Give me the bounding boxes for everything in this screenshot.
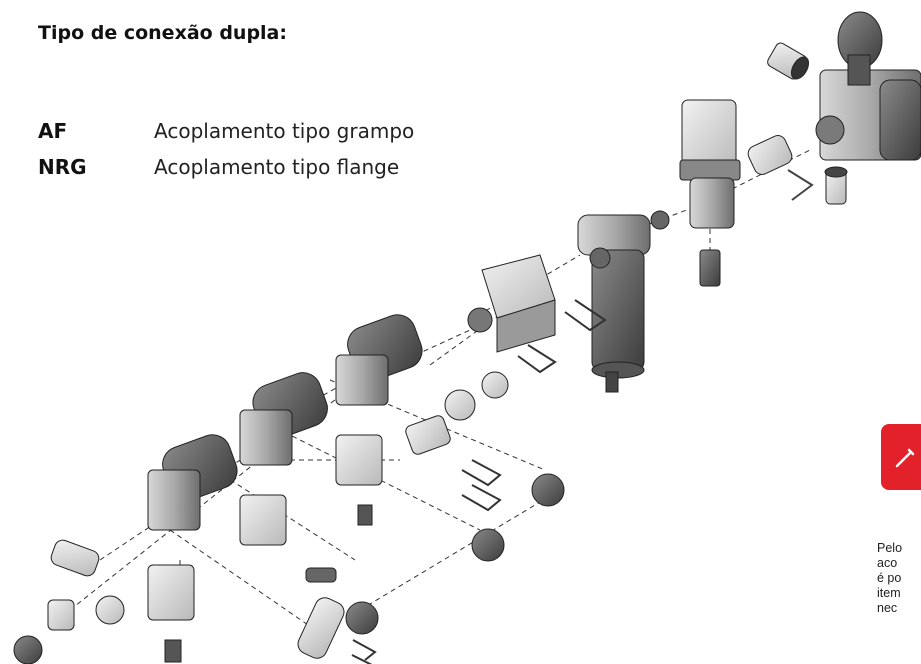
- note-line: é po: [877, 571, 902, 585]
- side-note: Pelo aco é po item nec: [877, 541, 921, 616]
- legend-description: Acoplamento tipo flange: [154, 155, 400, 179]
- line-filter: [577, 210, 670, 393]
- pump-manifold: [815, 11, 921, 161]
- legend-code: AF: [38, 119, 68, 143]
- legend-code: NRG: [38, 155, 87, 179]
- main-valve: [679, 99, 814, 287]
- connection-type-legend: AF Acoplamento tipo grampo NRG Acoplamen…: [38, 119, 414, 191]
- section-valve-2: [239, 372, 337, 583]
- note-line: nec: [877, 601, 898, 615]
- section-title: Tipo de conexão dupla:: [38, 22, 287, 44]
- outlet-fittings: [13, 473, 565, 664]
- note-line: aco: [877, 556, 898, 570]
- coupling-fittings: [297, 371, 509, 659]
- legend-row-nrg: NRG Acoplamento tipo flange: [38, 155, 414, 191]
- hose-tail: [824, 166, 848, 205]
- section-valve-1: [147, 434, 238, 663]
- clamp-bracket: [351, 299, 607, 664]
- info-badge: [881, 424, 921, 490]
- electric-valve-box: [467, 254, 556, 353]
- legend-row-af: AF Acoplamento tipo grampo: [38, 119, 414, 155]
- legend-description: Acoplamento tipo grampo: [154, 119, 415, 143]
- note-line: Pelo: [877, 541, 903, 555]
- note-line: item: [877, 586, 901, 600]
- tool-icon: [895, 448, 915, 468]
- pipe-nipple: [767, 42, 810, 80]
- section-valve-3: [335, 314, 423, 526]
